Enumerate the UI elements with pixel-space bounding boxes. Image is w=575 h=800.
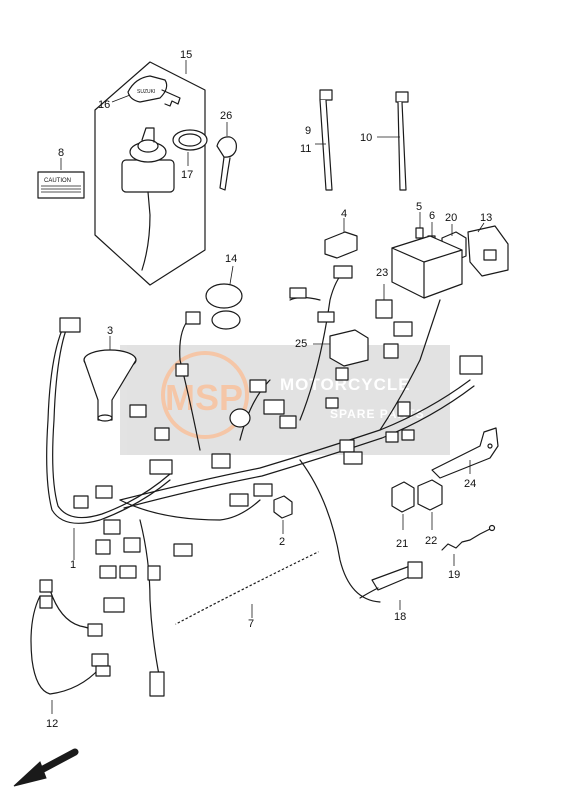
callout-21: 21 bbox=[396, 538, 408, 550]
harness-end-connector bbox=[59, 317, 81, 333]
callout-1: 1 bbox=[70, 559, 76, 571]
spring-pin-19 bbox=[441, 524, 496, 566]
connector-23 bbox=[375, 284, 393, 319]
cable-tie-9 bbox=[315, 89, 333, 191]
callout-19: 19 bbox=[448, 569, 460, 581]
callout-15: 15 bbox=[180, 49, 192, 61]
callout-22: 22 bbox=[425, 535, 437, 547]
callout-7: 7 bbox=[248, 618, 254, 630]
caution-label-part: CAUTION bbox=[37, 158, 85, 199]
callout-2: 2 bbox=[279, 536, 285, 548]
watermark: MSP MOTORCYCLE SPARE PARTS bbox=[120, 345, 450, 455]
callout-10: 10 bbox=[360, 132, 372, 144]
spare-key-head bbox=[216, 136, 237, 158]
callout-13: 13 bbox=[480, 212, 492, 224]
callout-6: 6 bbox=[429, 210, 435, 222]
caution-label-text: CAUTION bbox=[44, 178, 71, 184]
callout-3: 3 bbox=[107, 325, 113, 337]
rubber-boot-3 bbox=[83, 336, 137, 422]
bracket-13 bbox=[467, 222, 509, 277]
callout-11: 11 bbox=[300, 143, 311, 155]
callout-17: 17 bbox=[181, 169, 193, 181]
callout-12: 12 bbox=[46, 718, 58, 730]
callout-20: 20 bbox=[445, 212, 457, 224]
callout-26: 26 bbox=[220, 110, 232, 122]
callout-16: 16 bbox=[98, 99, 110, 111]
ignition-switch-set: SUZUKI bbox=[94, 60, 208, 286]
watermark-line1: MOTORCYCLE bbox=[280, 375, 411, 394]
callout-24: 24 bbox=[464, 478, 476, 490]
relay-25 bbox=[313, 329, 369, 367]
sensor-18 bbox=[359, 561, 423, 610]
spare-key bbox=[216, 122, 237, 191]
callout-9: 9 bbox=[305, 125, 311, 137]
callout-18: 18 bbox=[394, 611, 406, 623]
branch-to-sensor-18 bbox=[299, 459, 381, 603]
connector-cap-4 bbox=[324, 218, 358, 259]
connector-21 bbox=[391, 481, 415, 530]
callout-8: 8 bbox=[58, 147, 64, 159]
terminal-5 bbox=[415, 212, 424, 239]
callout-23: 23 bbox=[376, 267, 388, 279]
callout-14: 14 bbox=[225, 253, 237, 265]
bracket-plate-24 bbox=[431, 427, 499, 479]
main-wiring-harness bbox=[46, 265, 483, 697]
fuse-box bbox=[391, 235, 463, 299]
callout-4: 4 bbox=[341, 208, 347, 220]
caution-label-outline bbox=[37, 171, 85, 199]
ignition-set-outline bbox=[94, 61, 206, 286]
cable-tie-10 bbox=[377, 91, 409, 191]
clamp-2 bbox=[273, 495, 293, 534]
callout-5: 5 bbox=[416, 201, 422, 213]
ignition-switch-body bbox=[121, 159, 175, 193]
connector-22 bbox=[417, 479, 443, 530]
watermark-ring bbox=[161, 351, 249, 439]
callout-25: 25 bbox=[295, 338, 307, 350]
sensor-14 bbox=[205, 265, 243, 330]
corrugated-tube-7 bbox=[173, 547, 321, 629]
ignition-switch-wire bbox=[141, 191, 151, 271]
front-direction-arrow-icon bbox=[13, 748, 79, 787]
watermark-initials: MSP bbox=[165, 377, 243, 418]
key-brand-text: SUZUKI bbox=[137, 89, 155, 95]
sub-harness-12 bbox=[30, 579, 111, 714]
key-head-icon bbox=[127, 75, 168, 103]
